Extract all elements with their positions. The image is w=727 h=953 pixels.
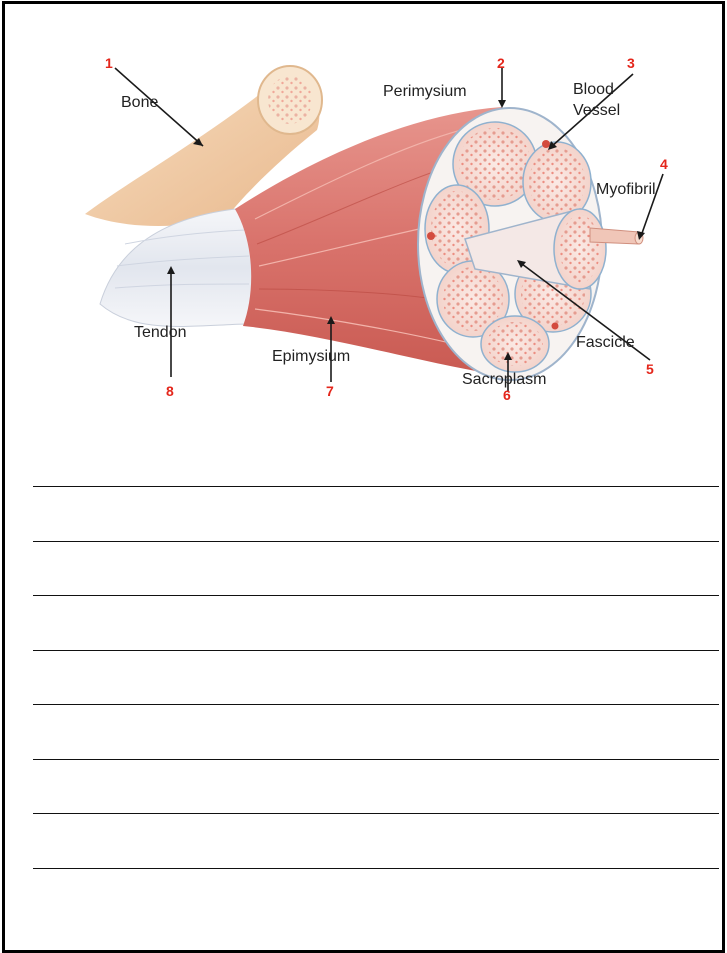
- number-5: 5: [646, 361, 654, 377]
- answer-line[interactable]: [33, 650, 719, 651]
- answer-line[interactable]: [33, 868, 719, 869]
- number-1: 1: [105, 55, 113, 71]
- answer-line[interactable]: [33, 595, 719, 596]
- label-perimysium: Perimysium: [383, 83, 467, 100]
- label-epimysium: Epimysium: [272, 348, 350, 365]
- number-4: 4: [660, 156, 668, 172]
- answer-line[interactable]: [33, 704, 719, 705]
- answer-line[interactable]: [33, 486, 719, 487]
- myofibril-extension: [590, 228, 643, 244]
- number-7: 7: [326, 383, 334, 399]
- label-myofibril: Myofibril: [596, 181, 656, 198]
- muscle-structure-diagram: Bone Perimysium Blood Vessel Myofibril F…: [5, 4, 722, 424]
- label-bone: Bone: [121, 94, 158, 111]
- label-blood-vessel-line2: Vessel: [573, 102, 620, 119]
- label-fascicle: Fascicle: [576, 334, 635, 351]
- number-3: 3: [627, 55, 635, 71]
- number-6: 6: [503, 387, 511, 403]
- answer-line[interactable]: [33, 541, 719, 542]
- answer-line[interactable]: [33, 813, 719, 814]
- number-2: 2: [497, 55, 505, 71]
- number-8: 8: [166, 383, 174, 399]
- answer-line[interactable]: [33, 759, 719, 760]
- label-tendon: Tendon: [134, 324, 187, 341]
- tendon-shape: [100, 209, 254, 326]
- label-sacroplasm: Sacroplasm: [462, 371, 546, 388]
- label-blood-vessel-line1: Blood: [573, 81, 614, 98]
